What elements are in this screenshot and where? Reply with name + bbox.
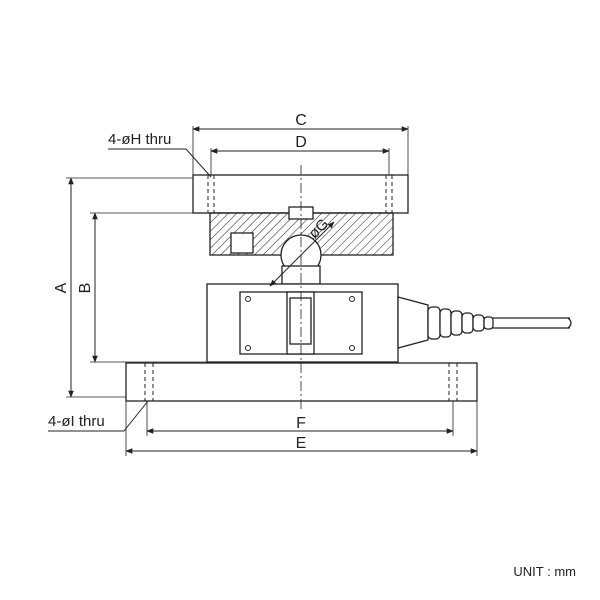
hole-callout-h: 4-øH thru <box>108 131 171 148</box>
cable-gland <box>397 296 494 349</box>
screw-icon <box>349 345 355 351</box>
dim-line-g <box>269 221 335 287</box>
base-plate <box>125 362 478 402</box>
cable <box>493 317 572 329</box>
dim-label-c: C <box>295 112 307 129</box>
strain-window <box>289 297 312 345</box>
leader-h <box>108 148 212 178</box>
dim-label-d: D <box>295 134 307 151</box>
dim-label-a: A <box>53 282 70 293</box>
screw-icon <box>245 296 251 302</box>
dim-label-b: B <box>77 283 94 294</box>
dim-label-f: F <box>296 415 306 432</box>
screw-icon <box>349 296 355 302</box>
unit-note: UNIT : mm <box>513 564 576 579</box>
hole-callout-i: 4-øI thru <box>48 413 105 430</box>
dim-label-e: E <box>296 435 307 452</box>
screw-icon <box>245 345 251 351</box>
leader-i <box>48 400 149 432</box>
head-pocket <box>230 232 254 254</box>
